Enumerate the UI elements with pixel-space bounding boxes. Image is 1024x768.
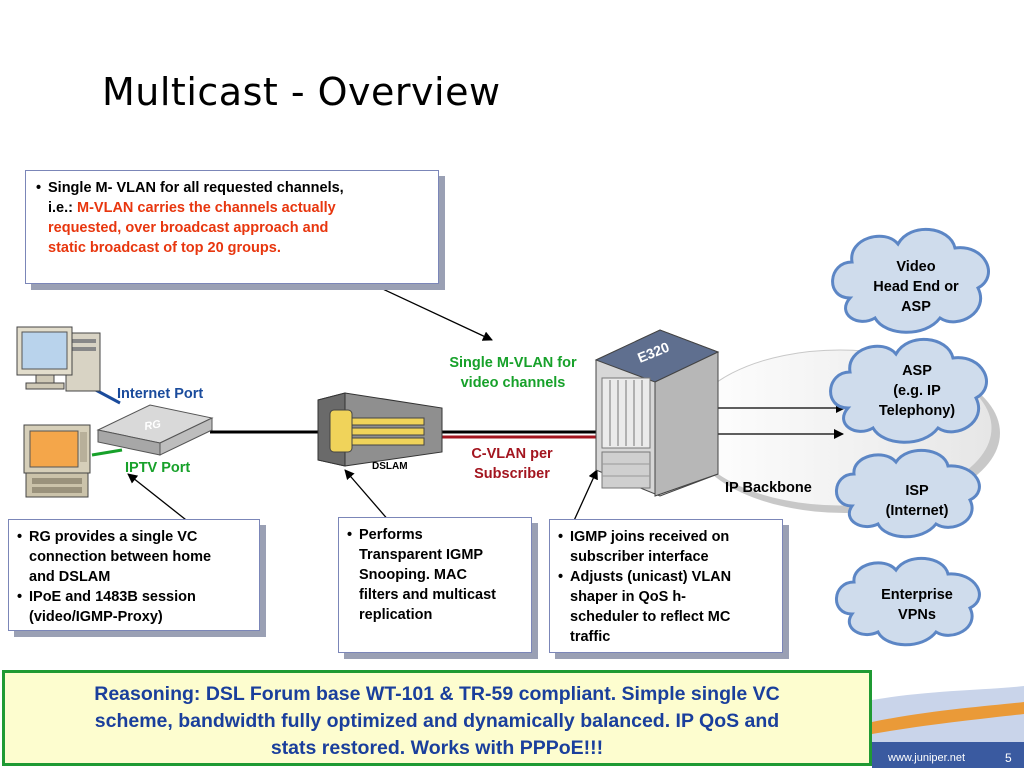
- reasoning-box: Reasoning: DSL Forum base WT-101 & TR-59…: [2, 670, 872, 766]
- rg-label: RG: [143, 418, 162, 433]
- callout-line: Adjusts (unicast) VLAN: [570, 569, 732, 585]
- cloud-text-line: (Internet): [885, 503, 949, 519]
- single-mvlan-label: Single M-VLAN for video channels: [430, 353, 596, 393]
- cvlan-label-line: Subscriber: [474, 466, 550, 482]
- rg-router-icon: RG: [96, 404, 214, 456]
- dslam-icon: DSLAM: [317, 392, 443, 472]
- cloud-video-head-end: [831, 228, 990, 334]
- dslam-label: DSLAM: [372, 461, 408, 472]
- top-callout-red-line: static broadcast of top 20 groups.: [48, 240, 281, 256]
- cloud-text-line: ASP: [902, 363, 932, 379]
- cloud-text-line: (e.g. IP: [893, 383, 941, 399]
- top-callout-red-line: M-VLAN carries the channels actually: [77, 200, 336, 216]
- iptv-port-link: [91, 448, 123, 457]
- cloud-text-line: Head End or: [873, 279, 959, 295]
- cloud-asp: [829, 338, 988, 444]
- top-callout: Single M- VLAN for all requested channel…: [25, 170, 439, 284]
- callout-line: Performs: [359, 527, 423, 543]
- callout-line: IPoE and 1483B session: [29, 589, 196, 605]
- callout-line: and DSLAM: [29, 569, 111, 585]
- callout-line: replication: [359, 607, 433, 623]
- callout-line: (video/IGMP-Proxy): [29, 609, 163, 625]
- tv-icon: [23, 424, 91, 498]
- callout-line: Transparent IGMP: [359, 547, 484, 563]
- callout-line: RG provides a single VC: [29, 529, 198, 545]
- rg-callout-item: RG provides a single VC connection betwe…: [17, 527, 253, 587]
- cloud-isp-text: ISP (Internet): [857, 481, 977, 521]
- reasoning-line: scheme, bandwidth fully optimized and dy…: [94, 710, 780, 732]
- pointer-arrow-e320: [571, 469, 598, 526]
- single-mvlan-label-line: Single M-VLAN for: [449, 355, 577, 371]
- pc-icon: [16, 326, 101, 392]
- callout-line: subscriber interface: [570, 549, 709, 565]
- dslam-callout: Performs Transparent IGMP Snooping. MAC …: [338, 517, 532, 653]
- cloud-text-line: ISP: [905, 483, 929, 499]
- pointer-arrow-rg: [127, 473, 196, 528]
- pointer-arrow-top: [371, 283, 493, 341]
- cvlan-label: C-VLAN per Subscriber: [452, 444, 572, 484]
- rg-callout-item: IPoE and 1483B session (video/IGMP-Proxy…: [17, 587, 253, 627]
- callout-line: scheduler to reflect MC: [570, 609, 731, 625]
- ip-backbone-label: IP Backbone: [725, 480, 812, 496]
- callout-line: Snooping. MAC: [359, 567, 467, 583]
- callout-line: IGMP joins received on: [570, 529, 730, 545]
- footer-bar: [872, 742, 1024, 768]
- e320-router-icon: E320: [594, 329, 720, 497]
- e320-callout: IGMP joins received on subscriber interf…: [549, 519, 783, 653]
- footer-swoosh: [872, 686, 1024, 742]
- cloud-text-line: Video: [896, 259, 936, 275]
- cloud-isp: [835, 448, 981, 539]
- callout-line: shaper in QoS h-: [570, 589, 687, 605]
- page-title: Multicast - Overview: [102, 70, 501, 114]
- cloud-text-line: VPNs: [898, 607, 936, 623]
- e320-callout-item: IGMP joins received on subscriber interf…: [558, 527, 776, 567]
- rg-callout: RG provides a single VC connection betwe…: [8, 519, 260, 631]
- single-mvlan-label-line: video channels: [460, 375, 566, 391]
- callout-line: filters and multicast: [359, 587, 496, 603]
- callout-line: traffic: [570, 629, 611, 645]
- page-number: 5: [1005, 751, 1012, 765]
- reasoning-line: Reasoning: DSL Forum base WT-101 & TR-59…: [94, 683, 780, 705]
- reasoning-line: stats restored. Works with PPPoE!!!: [270, 737, 604, 759]
- cloud-asp-text: ASP (e.g. IP Telephony): [852, 361, 982, 421]
- iptv-port-label: IPTV Port: [125, 460, 191, 476]
- dslam-callout-item: Performs Transparent IGMP Snooping. MAC …: [347, 525, 525, 625]
- footer-url[interactable]: www.juniper.net: [888, 752, 966, 764]
- top-callout-red-line: requested, over broadcast approach and: [48, 220, 329, 236]
- pointer-arrow-dslam: [344, 469, 391, 523]
- cloud-text-line: ASP: [901, 299, 931, 315]
- cloud-video-text: Video Head End or ASP: [855, 257, 977, 317]
- cloud-enterprise-vpns: [835, 556, 981, 647]
- e320-callout-item: Adjusts (unicast) VLAN shaper in QoS h- …: [558, 567, 776, 647]
- top-callout-line: Single M- VLAN for all requested channel…: [48, 180, 344, 196]
- top-callout-item: Single M- VLAN for all requested channel…: [36, 178, 430, 258]
- callout-line: connection between home: [29, 549, 212, 565]
- internet-port-label: Internet Port: [117, 386, 204, 402]
- cloud-text-line: Telephony): [878, 403, 956, 419]
- cloud-enterprise-text: Enterprise VPNs: [857, 585, 977, 625]
- cvlan-label-line: C-VLAN per: [471, 446, 553, 462]
- top-callout-prefix: i.e.:: [48, 200, 78, 216]
- cloud-text-line: Enterprise: [881, 587, 953, 603]
